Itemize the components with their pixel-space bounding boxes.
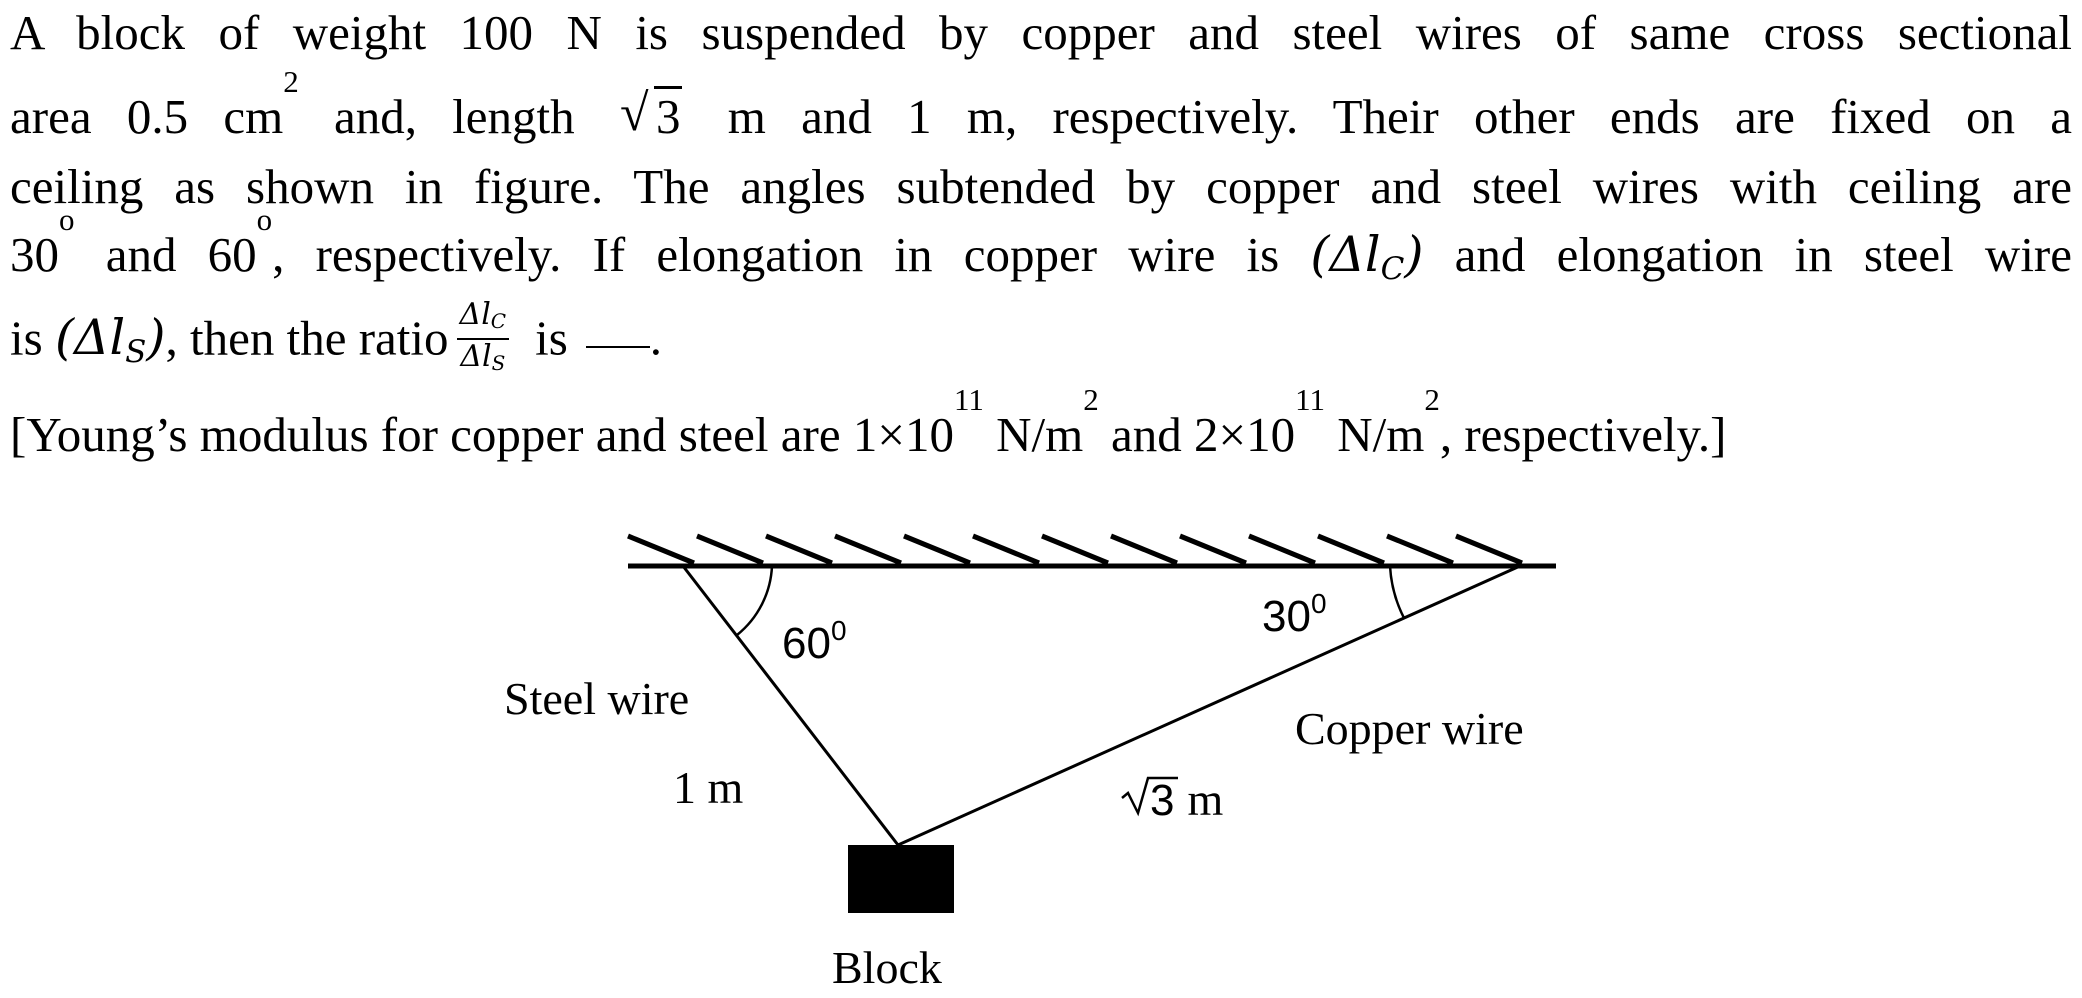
steel-length-label: 1 m — [673, 762, 744, 813]
hatch-mark — [1110, 533, 1178, 566]
copper-wire — [897, 564, 1521, 847]
copper-length-radical — [1121, 776, 1178, 817]
answer-blank — [585, 346, 650, 349]
q6-a: [Young’s modulus for copper and steel ar… — [10, 407, 954, 462]
q6-e: , respectively.] — [1439, 407, 1727, 462]
copper-angle-degree: 0 — [1311, 588, 1327, 619]
copper-angle-arc — [1388, 565, 1406, 619]
hatch-mark — [1179, 533, 1247, 566]
hatch-mark — [627, 533, 695, 566]
hatch-mark — [1317, 533, 1385, 566]
hatch-mark — [1386, 533, 1454, 566]
q5-b: , then the ratio — [165, 310, 449, 366]
q6-b: N/m — [983, 407, 1084, 462]
hatch-mark — [834, 533, 902, 566]
fraction-numerator: ΔlC — [456, 297, 510, 340]
q5-d: . — [649, 310, 663, 366]
question-line-4: 30o and 60o, respectively. If elongation… — [10, 204, 2072, 292]
sqrt-radicand: 3 — [653, 86, 683, 144]
steel-angle-value: 60 — [782, 619, 831, 668]
hatch-mark — [765, 533, 833, 566]
q4-sup1: o — [59, 202, 75, 237]
frac-den-main: Δl — [460, 339, 492, 374]
delta-ls-sub: S — [125, 334, 147, 371]
steel-angle-arc — [736, 565, 774, 636]
block-label: Block — [832, 942, 942, 993]
block — [848, 845, 954, 913]
hatch-mark — [1041, 533, 1109, 566]
delta-lc-sub: C — [1380, 251, 1405, 287]
question-line-1: A block of weight 100 N is suspended by … — [10, 5, 2072, 60]
delta-ls: (ΔlS) — [54, 309, 166, 370]
copper-wire-label: Copper wire — [1295, 703, 1524, 754]
q5-a: is — [10, 310, 55, 366]
question-line-2: area 0.5 cm2 and, length √3 m and 1 m, r… — [10, 66, 2073, 154]
copper-length-radicand: 3 — [1150, 776, 1174, 825]
steel-wire — [681, 565, 900, 846]
sqrt-three: √3 — [620, 85, 683, 145]
q2-sup: 2 — [283, 64, 299, 99]
fraction-denominator: ΔlS — [457, 340, 510, 380]
hatch-mark — [696, 533, 764, 566]
q6-sup3: 11 — [1295, 382, 1325, 417]
delta-lc-main: (Δl — [1310, 226, 1381, 283]
steel-angle-degree: 0 — [831, 615, 847, 646]
frac-den-sub: S — [491, 351, 506, 375]
q2-a: area 0.5 cm — [10, 89, 284, 144]
delta-ls-main: (Δl — [54, 309, 126, 367]
delta-lc: (ΔlC) — [1310, 226, 1424, 287]
q6-d: N/m — [1324, 407, 1425, 462]
q4-c: , respectively. If elongation in copper … — [272, 227, 1311, 282]
q4-sup2: o — [256, 202, 273, 237]
q6-c: and 2×10 — [1098, 407, 1296, 462]
question-line-6: [Young’s modulus for copper and steel ar… — [10, 384, 1727, 472]
q4-d: and elongation in steel wire — [1423, 227, 2072, 282]
frac-num-sub: C — [490, 309, 507, 333]
delta-ls-close: ) — [146, 309, 166, 367]
hatch-mark — [1248, 533, 1316, 566]
radical-sign: √ — [619, 85, 649, 142]
delta-lc-close: ) — [1404, 226, 1424, 283]
question-line-3: ceiling as shown in figure. The angles s… — [10, 159, 2072, 214]
steel-wire-label: Steel wire — [504, 673, 689, 724]
steel-angle-label: 600 — [782, 615, 847, 668]
q4-b: and 60 — [74, 227, 257, 282]
q5-c: is — [535, 310, 568, 366]
q2-b: and, length — [298, 89, 575, 144]
hatch-mark — [1455, 533, 1523, 566]
copper-length-label: 3 m — [1121, 774, 1224, 825]
q6-sup4: 2 — [1424, 382, 1440, 417]
copper-angle-label: 300 — [1262, 588, 1327, 641]
copper-angle-value: 30 — [1262, 592, 1311, 641]
hatch-mark — [903, 533, 971, 566]
q6-sup1: 11 — [953, 382, 984, 417]
q2-c: m and 1 m, respectively. Their other end… — [727, 89, 2073, 144]
q6-sup2: 2 — [1083, 382, 1099, 417]
q4-a: 30 — [10, 227, 59, 282]
frac-num-main: Δl — [459, 297, 491, 332]
copper-length-unit: m — [1176, 774, 1224, 825]
ceiling-hatching — [627, 533, 1523, 566]
hatch-mark — [972, 533, 1040, 566]
